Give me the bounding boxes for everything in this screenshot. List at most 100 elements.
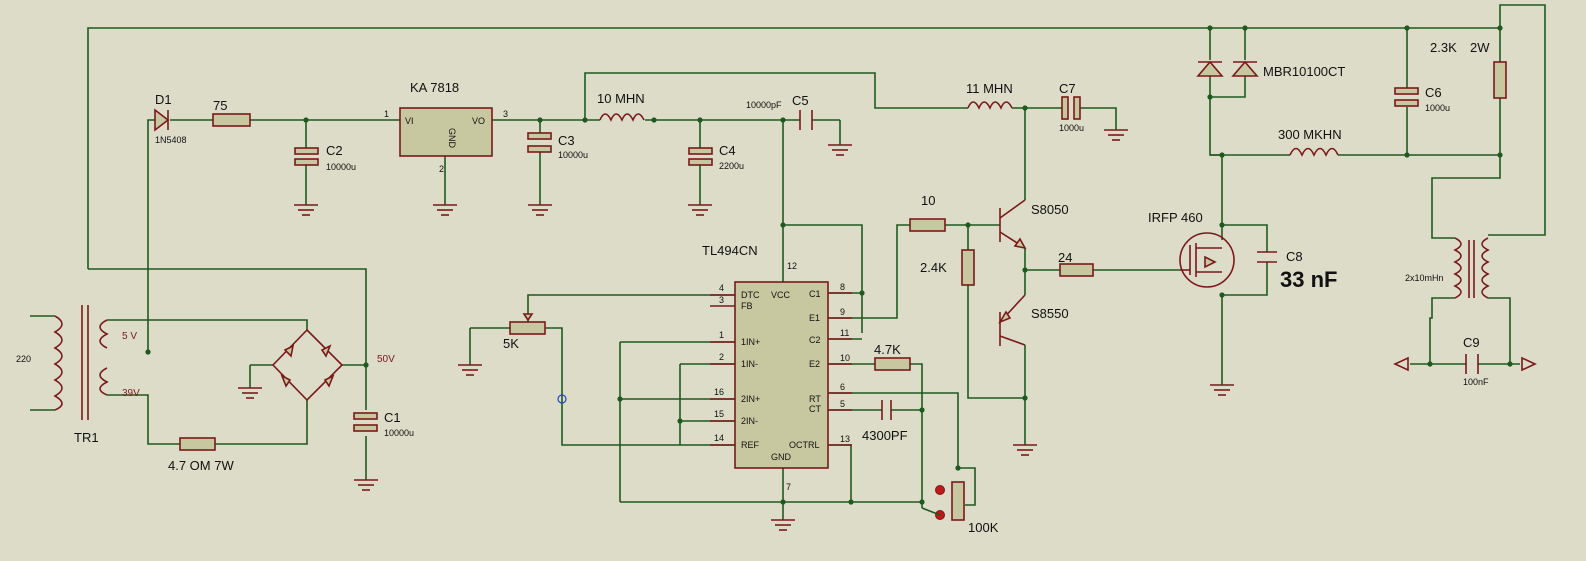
label-c9-value: 100nF [1463,377,1489,387]
diode-d1 [154,108,170,132]
pin-name-rt: RT [809,394,821,404]
capacitor-c2 [294,147,319,166]
label-c8-value: 33 nF [1280,267,1337,292]
transformer-tr1 [53,305,109,420]
capacitor-c8 [1257,251,1277,263]
label-c4-value: 2200u [719,161,744,171]
pin-num-7: 7 [786,482,791,492]
label-5v: 5 V [122,331,137,342]
pin-num-4: 4 [719,283,724,293]
junctions [145,25,1513,505]
pin-num-9: 9 [840,307,845,317]
label-r2-3k: 2.3K [1430,40,1457,55]
inductor-11mhn [967,101,1013,110]
label-regulator: KA 7818 [410,80,459,95]
label-reg-vo: VO [472,116,485,126]
pin-name-c2: C2 [809,335,821,345]
label-reg-gnd: GND [447,128,457,149]
pin-name-2in-minus: 2IN- [741,416,758,426]
potentiometer-5k [509,313,546,335]
label-r-2w: 2W [1470,40,1490,55]
resistor-2-3k [1493,61,1507,99]
resistor-4-7k [874,357,911,371]
label-50v: 50V [377,354,395,365]
label-c5: C5 [792,93,809,108]
label-mbr: MBR10100CT [1263,64,1345,79]
label-c6-value: 1000u [1425,103,1450,113]
pin-name-dtc: DTC [741,290,760,300]
pin-name-1in-minus: 1IN- [741,359,758,369]
capacitor-c6 [1394,87,1419,107]
label-c8: C8 [1286,249,1303,264]
output-terminal-left [1393,356,1409,372]
label-r100k: 100K [968,520,999,535]
potentiometer-100k [921,481,965,521]
label-s8050: S8050 [1031,202,1069,217]
pin-name-e1: E1 [809,313,820,323]
pin-name-octrl: OCTRL [789,440,820,450]
probe-marker [557,394,567,404]
inductor-300mkhn [1289,147,1339,157]
label-tr1: TR1 [74,430,99,445]
capacitor-4300pf [881,400,892,420]
pin-num-2: 2 [719,352,724,362]
label-c7: C7 [1059,81,1076,96]
label-tr2: 2x10mHn [1405,273,1444,283]
label-c3: C3 [558,133,575,148]
label-l300: 300 MKHN [1278,127,1342,142]
pin-num-3: 3 [719,295,724,305]
label-c1-value: 10000u [384,428,414,438]
label-c5-value: 10000pF [746,100,782,110]
pin-num-12: 12 [787,261,797,271]
pin-num-16: 16 [714,387,724,397]
capacitor-c4 [688,147,713,166]
pin-name-gnd: GND [771,452,792,462]
pin-num-15: 15 [714,409,724,419]
pin-name-ct: CT [809,404,821,414]
label-c3-value: 10000u [558,150,588,160]
pin-name-e2: E2 [809,359,820,369]
label-r4-7k: 4.7K [874,342,901,357]
label-l10: 10 MHN [597,91,645,106]
label-r10: 10 [921,193,935,208]
regulator-ka7818 [399,107,493,157]
transistor-s8050 [999,199,1027,250]
label-reg-pin3: 3 [503,109,508,119]
resistor-10 [909,218,946,232]
ic-pin-labels: 4 DTC 3 FB 1 1IN+ 2 1IN- 16 2IN+ 15 2IN-… [714,261,850,492]
pin-num-10: 10 [840,353,850,363]
label-c2-value: 10000u [326,162,356,172]
inductor-10mhn [599,113,645,122]
label-reg-vi: VI [405,116,414,126]
label-reg-pin1: 1 [384,109,389,119]
label-c4300pf: 4300PF [862,428,908,443]
capacitor-c3 [527,132,552,153]
pin-name-fb: FB [741,301,753,311]
label-c7-value: 1000u [1059,123,1084,133]
pin-name-c1: C1 [809,289,821,299]
pin-name-vcc: VCC [771,290,791,300]
label-c9: C9 [1463,335,1480,350]
pin-name-1in-plus: 1IN+ [741,337,760,347]
pin-num-5: 5 [840,399,845,409]
pin-num-11: 11 [840,328,849,338]
ground-symbols [238,129,1234,531]
pin-num-1: 1 [719,330,724,340]
label-c2: C2 [326,143,343,158]
capacitor-c5 [799,110,813,130]
capacitor-c1 [353,412,378,432]
label-220: 220 [16,354,31,364]
label-r5k: 5K [503,336,519,351]
label-c6: C6 [1425,85,1442,100]
label-irfp460: IRFP 460 [1148,210,1203,225]
component-labels: D1 1N5408 75 C2 10000u KA 7818 VI VO GND… [16,40,1490,535]
output-terminal-right [1521,356,1537,372]
label-tl494: TL494CN [702,243,758,258]
label-r24: 24 [1058,250,1072,265]
transformer-2x10mhn [1453,237,1490,299]
resistor-4-7om [179,437,216,451]
label-d1: D1 [155,92,172,107]
resistor-2-4k [961,249,975,286]
label-r2-4k: 2.4K [920,260,947,275]
